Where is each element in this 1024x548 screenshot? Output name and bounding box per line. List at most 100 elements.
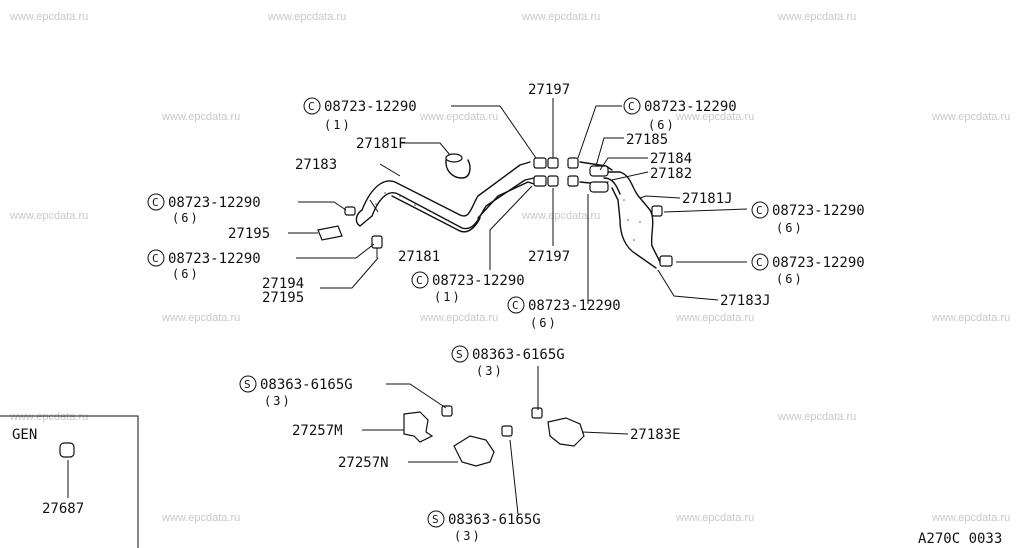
watermark: www.epcdata.ru — [161, 111, 240, 123]
watermark: www.epcdata.ru — [931, 312, 1010, 324]
callout-symbol: C — [152, 252, 159, 265]
fitting-27194 — [371, 235, 383, 249]
quantity: (6) — [648, 118, 676, 132]
part-number: 08723-12290 — [324, 99, 417, 115]
part-label-27183J: 27183J — [720, 293, 771, 309]
callout-symbol: S — [432, 513, 439, 526]
part-label-27183E: 27183E — [630, 427, 681, 443]
part-number: 08363-6165G — [448, 512, 541, 528]
callout-symbol: C — [756, 256, 763, 269]
grommet-27687 — [59, 442, 75, 458]
part-number: 08723-12290 — [772, 203, 865, 219]
gen-label: GEN — [12, 427, 37, 443]
watermark: www.epcdata.ru — [675, 312, 754, 324]
figure-code: A270C 0033 — [918, 531, 1002, 547]
callout-s2: S 08363-6165G (3) — [239, 375, 353, 408]
part-number: 08363-6165G — [472, 347, 565, 363]
callout-c3: C 08723-12290 (6) — [147, 193, 261, 225]
watermark: www.epcdata.ru — [777, 11, 856, 23]
hose-27181-lower — [477, 181, 535, 219]
quantity: (6) — [776, 221, 804, 235]
callout-symbol: C — [756, 204, 763, 217]
part-number: 08723-12290 — [168, 195, 261, 211]
part-number: 08723-12290 — [432, 273, 525, 289]
quantity: (6) — [172, 211, 200, 225]
hose-27183J-inner — [603, 177, 621, 195]
callout-symbol: C — [152, 196, 159, 209]
callout-symbol: S — [456, 348, 463, 361]
quantity: (1) — [324, 118, 352, 132]
watermark: www.epcdata.ru — [931, 512, 1010, 524]
callout-c8: C 08723-12290 (6) — [507, 296, 621, 330]
part-number: 08723-12290 — [528, 298, 621, 314]
hose-assembly-drawing — [317, 153, 673, 269]
watermark: www.epcdata.ru — [777, 411, 856, 423]
callout-symbol: C — [416, 274, 423, 287]
bracket-drawing — [403, 405, 585, 467]
watermark: www.epcdata.ru — [521, 11, 600, 23]
part-number: 08723-12290 — [772, 255, 865, 271]
hose-left-elbow — [355, 209, 373, 227]
callout-symbol: C — [308, 100, 315, 113]
part-label-27181: 27181 — [398, 249, 440, 265]
sleeve-27182 — [589, 181, 609, 193]
part-label-27182: 27182 — [650, 166, 692, 182]
watermark: www.epcdata.ru — [521, 210, 600, 222]
part-label-27257M: 27257M — [292, 423, 343, 439]
hose-27183J — [611, 187, 657, 269]
watermark: www.epcdata.ru — [675, 512, 754, 524]
quantity: (6) — [172, 267, 200, 281]
watermark-layer: www.epcdata.ru www.epcdata.ru www.epcdat… — [9, 11, 1010, 524]
watermark: www.epcdata.ru — [931, 111, 1010, 123]
part-label-27194: 27194 — [262, 276, 304, 292]
watermark: www.epcdata.ru — [675, 111, 754, 123]
callout-c4: C 08723-12290 (6) — [751, 201, 865, 235]
connector-27197 — [533, 157, 579, 187]
part-number: 08723-12290 — [644, 99, 737, 115]
gen-box: GEN 27687 — [0, 415, 139, 548]
sleeve-27185 — [589, 165, 609, 177]
part-label-27181J: 27181J — [682, 191, 733, 207]
bolt-27183E — [531, 407, 543, 419]
callout-symbol: C — [628, 100, 635, 113]
part-label-27185: 27185 — [626, 132, 668, 148]
leader-lines — [288, 98, 748, 515]
watermark: www.epcdata.ru — [419, 111, 498, 123]
watermark: www.epcdata.ru — [9, 210, 88, 222]
part-number: 08723-12290 — [168, 251, 261, 267]
callout-c5: C 08723-12290 (6) — [147, 249, 261, 281]
quantity: (6) — [530, 316, 558, 330]
watermark: www.epcdata.ru — [161, 312, 240, 324]
part-label-27195: 27195 — [228, 226, 270, 242]
hose-texture-right — [623, 199, 641, 241]
part-label-27197-lower: 27197 — [528, 249, 570, 265]
hose-27181 — [391, 195, 481, 233]
bolt-27257N — [501, 425, 513, 437]
part-number: 08363-6165G — [260, 377, 353, 393]
bracket-27257N — [453, 435, 495, 467]
callout-c6: C 08723-12290 (6) — [751, 253, 865, 286]
part-label-27184: 27184 — [650, 151, 692, 167]
part-labels: 27197 27181F 27183 27185 27184 27182 271… — [228, 82, 771, 471]
bracket-27257M — [403, 411, 434, 443]
quantity: (6) — [776, 272, 804, 286]
clamp-27181F-head — [445, 153, 463, 163]
part-label-27687: 27687 — [42, 501, 84, 517]
watermark: www.epcdata.ru — [9, 411, 88, 423]
callout-c1: C 08723-12290 (1) — [303, 97, 417, 132]
part-label-27195-lower: 27195 — [262, 290, 304, 306]
quantity: (3) — [476, 364, 504, 378]
fitting-27195 — [317, 225, 343, 241]
bracket-27183E — [547, 417, 585, 447]
callout-symbol: S — [244, 378, 251, 391]
part-label-27181F: 27181F — [356, 136, 407, 152]
quantity: (3) — [264, 394, 292, 408]
hose-27181J — [607, 171, 661, 263]
callout-c2: C 08723-12290 (6) — [623, 97, 737, 132]
callout-c7: C 08723-12290 (1) — [411, 271, 525, 304]
part-label-27197: 27197 — [528, 82, 570, 98]
clamp-right-lower — [659, 255, 673, 267]
quantity: (1) — [434, 290, 462, 304]
